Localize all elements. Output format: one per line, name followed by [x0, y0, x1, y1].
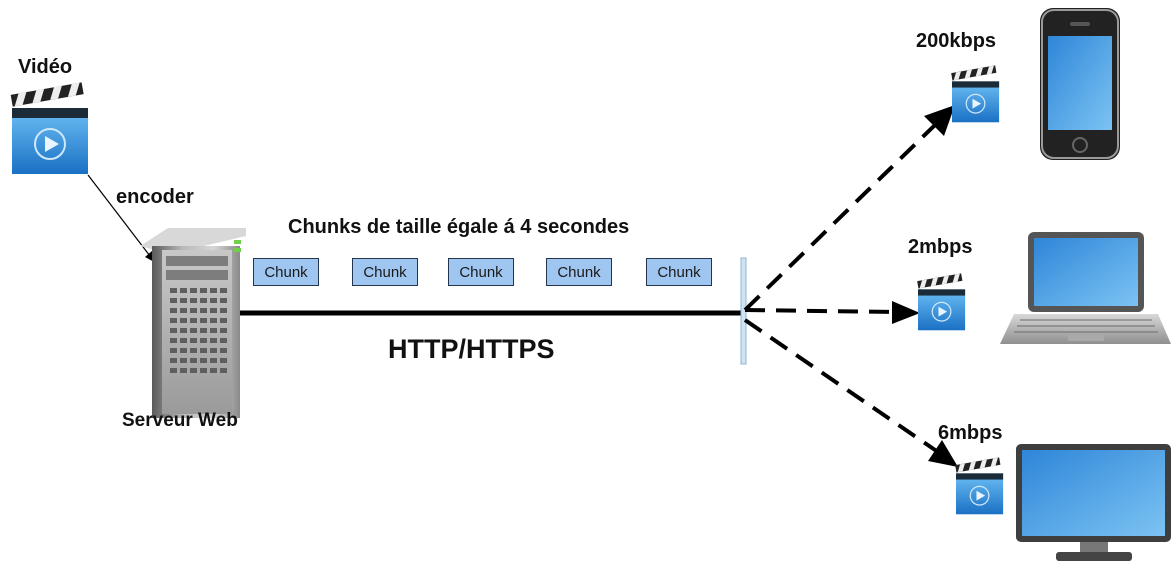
chunk-box: Chunk [546, 258, 612, 286]
server-label: Serveur Web [122, 410, 238, 431]
video-clapper-icon [10, 82, 88, 174]
encoder-label: encoder [116, 186, 194, 208]
chunk-box: Chunk [352, 258, 418, 286]
video-clapper-icon [951, 65, 1000, 123]
smartphone-icon [1040, 8, 1120, 160]
monitor-icon [1016, 444, 1171, 561]
arrow-to-monitor [743, 318, 958, 467]
laptop-icon [1000, 232, 1171, 344]
bitrate-label-laptop: 2mbps [908, 236, 973, 258]
http-label: HTTP/HTTPS [388, 334, 555, 364]
source-label: Vidéo [18, 56, 73, 78]
video-clapper-icon [917, 273, 966, 331]
chunk-box: Chunk [646, 258, 712, 286]
bitrate-label-monitor: 6mbps [938, 422, 1003, 444]
server-tower-icon [140, 228, 246, 418]
video-clapper-icon [955, 457, 1004, 515]
chunks-caption: Chunks de taille égale á 4 secondes [288, 216, 630, 238]
arrow-to-laptop [744, 301, 920, 324]
arrow-to-smartphone [743, 105, 955, 312]
bitrate-label-smartphone: 200kbps [916, 30, 997, 52]
chunk-box: Chunk [448, 258, 514, 286]
chunk-box: Chunk [253, 258, 319, 286]
